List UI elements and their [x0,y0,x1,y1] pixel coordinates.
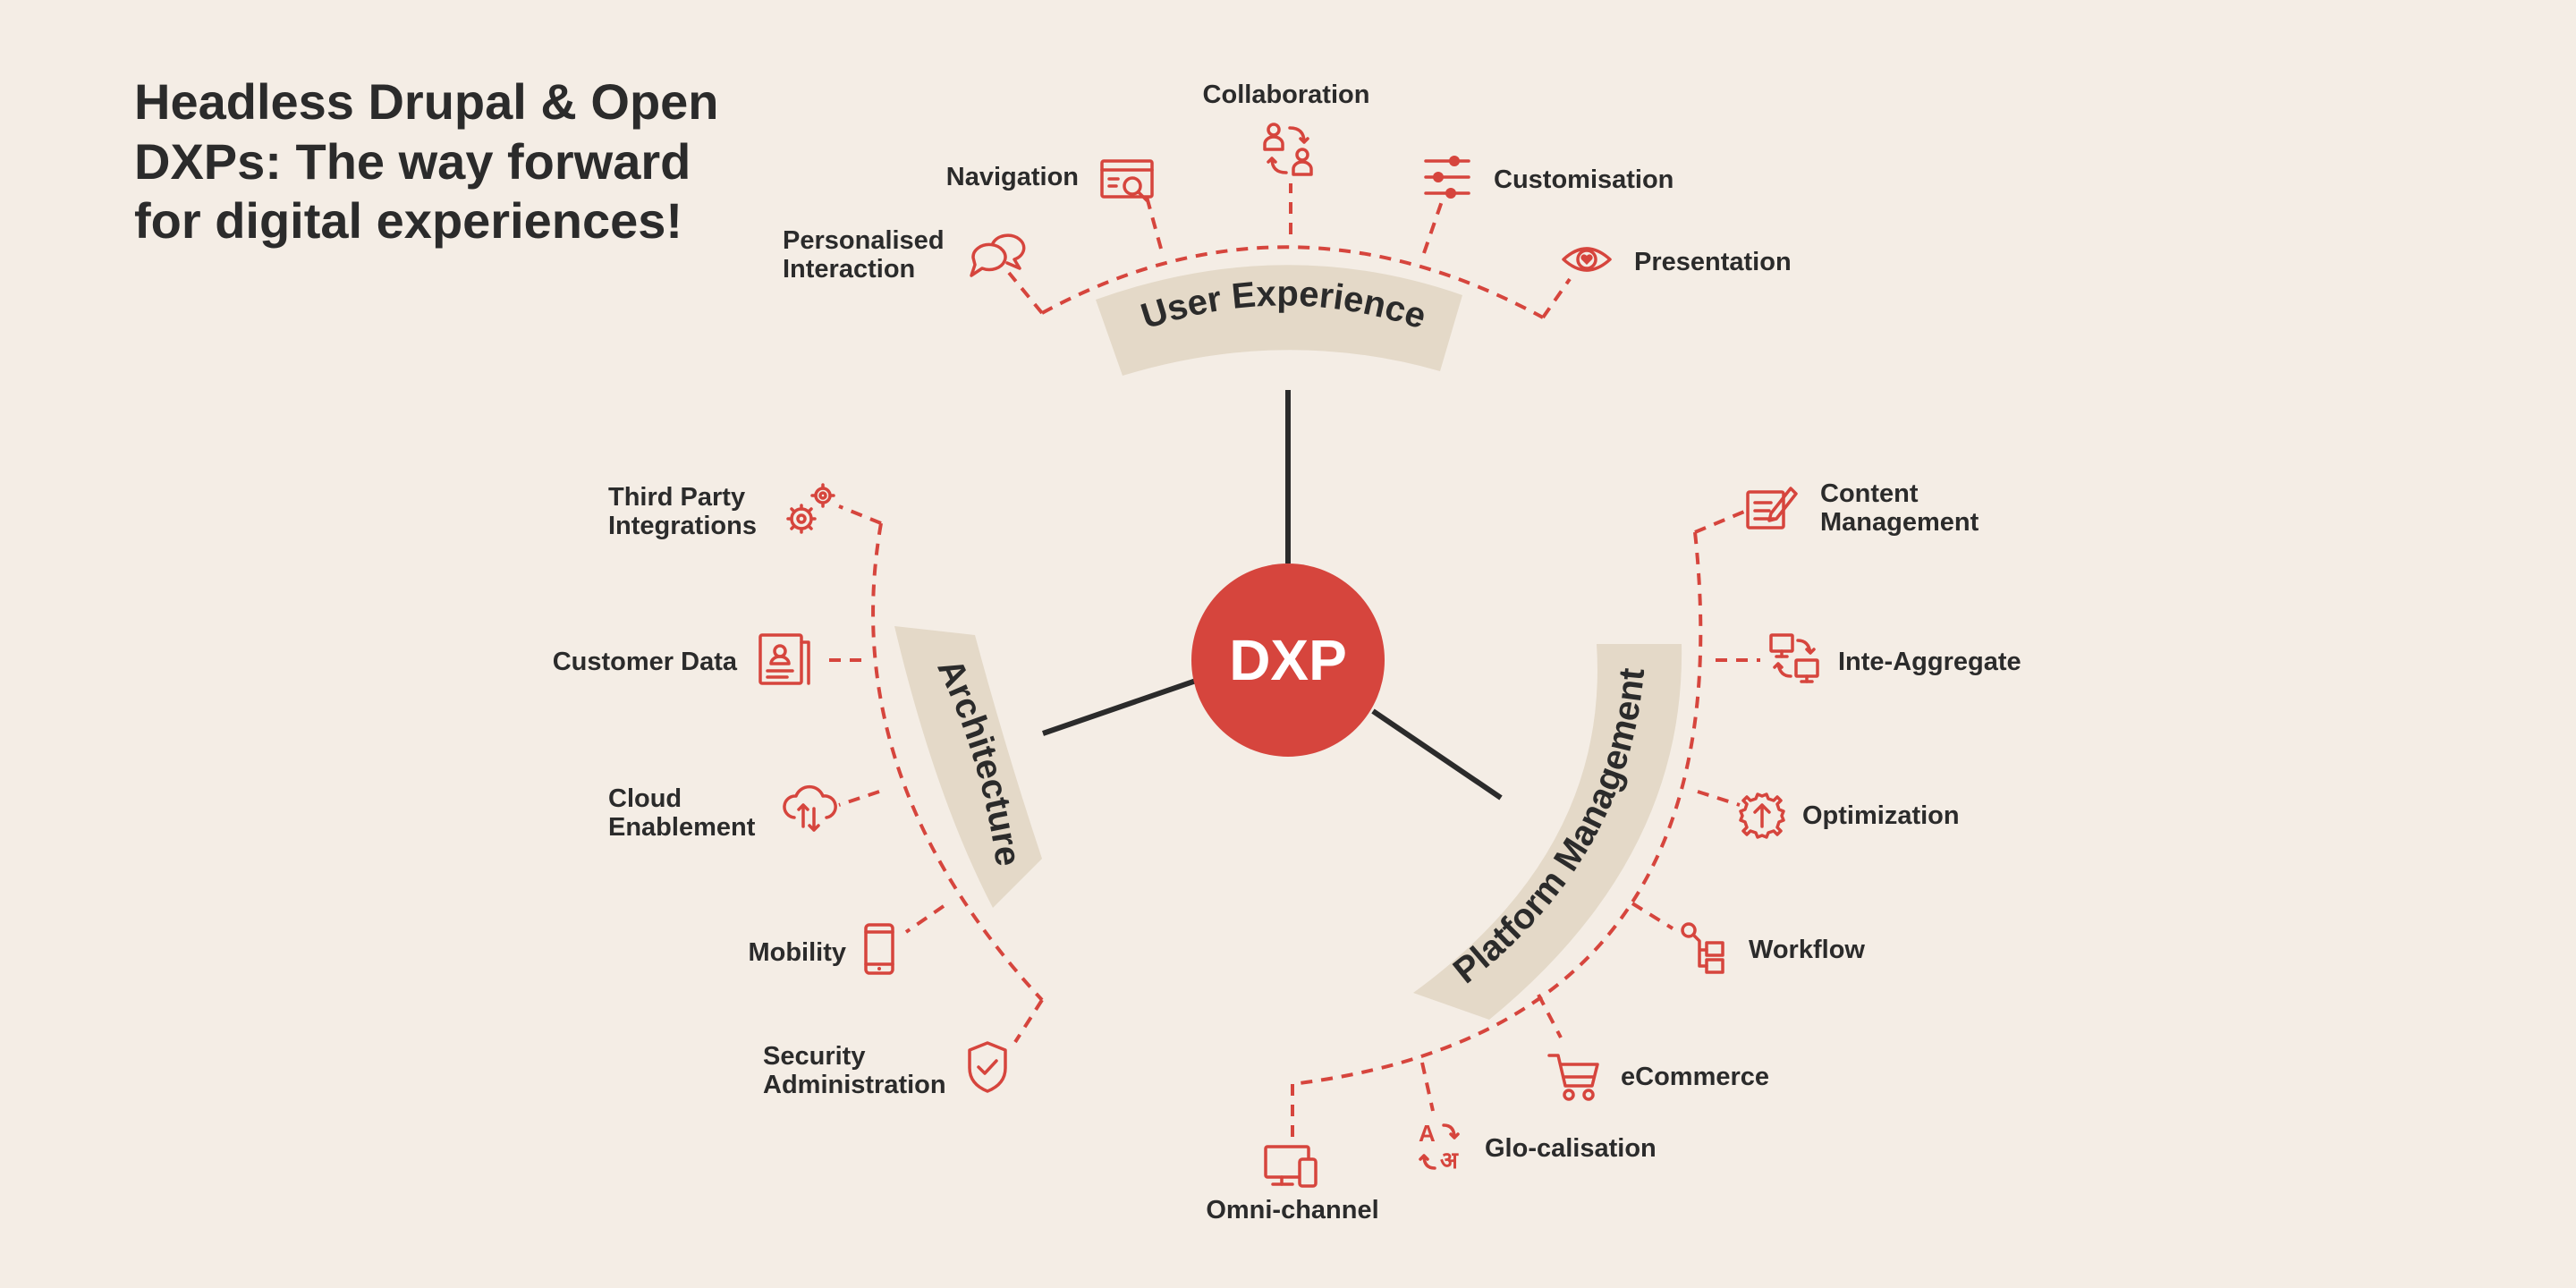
dxp-center-circle [1191,564,1385,757]
flow-tree-icon [1681,922,1724,974]
personalised-interaction-line-1: Personalised [783,226,945,255]
glocalisation-label: Glo-calisation [1485,1134,1657,1163]
cart-icon [1547,1054,1599,1101]
svg-text:अ: अ [1440,1147,1459,1174]
presentation-label: Presentation [1634,248,1792,276]
workflow-label: Workflow [1749,936,1865,964]
connector-content [1694,510,1745,534]
gears-icon [786,483,835,534]
user-experience-band [1096,265,1462,376]
security-line-1: Security [763,1042,865,1071]
document-pen-icon [1746,487,1798,530]
connector-workflow [1631,902,1674,930]
eye-heart-icon [1562,247,1612,272]
mobility-label: Mobility [748,938,846,967]
connector-security [1013,998,1044,1044]
navigation-label: Navigation [946,163,1079,191]
cloud-sync-icon [783,784,837,832]
collaboration-label: Collaboration [1203,80,1370,109]
cloud-line-1: Cloud [608,784,682,813]
title-line-1: Headless Drupal & Open [134,73,719,130]
dxp-center-label: DXP [1229,628,1347,692]
connector-presentation [1541,277,1572,319]
svg-text:A: A [1419,1120,1436,1147]
gear-arrow-icon [1739,792,1785,839]
connector-cloud [838,790,880,807]
users-exchange-icon [1263,123,1313,176]
architecture-band [894,626,1042,908]
connector-optimization [1697,790,1741,807]
connector-navigation [1145,196,1163,250]
monitors-sync-icon [1769,633,1819,683]
third-party-line-1: Third Party [608,483,745,512]
title-line-3: for digital experiences! [134,192,682,249]
connector-third-party [838,504,882,525]
connector-customisation [1422,200,1444,254]
cloud-line-2: Enablement [608,813,756,842]
content-line-1: Content [1820,479,1919,508]
devices-icon [1264,1145,1318,1188]
platform-management-arc [1292,531,1703,1086]
ecommerce-label: eCommerce [1621,1063,1769,1091]
third-party-line-2: Integrations [608,512,757,540]
architecture-arc [871,522,1044,1002]
page-title: Headless Drupal & Open DXPs: The way for… [134,73,719,249]
inte-aggregate-label: Inte-Aggregate [1838,648,2021,676]
sliders-icon [1424,156,1470,199]
content-line-2: Management [1820,508,1979,537]
id-document-icon [758,633,810,685]
connector-glocalisation [1420,1062,1435,1112]
platform-management-band [1413,644,1682,1020]
security-line-2: Administration [763,1071,946,1099]
customisation-label: Customisation [1494,165,1674,194]
smartphone-icon [864,923,894,975]
title-line-2: DXPs: The way forward [134,133,691,190]
omnichannel-label: Omni-channel [1206,1196,1378,1224]
connector-mobility [904,904,945,934]
customer-data-label: Customer Data [553,648,738,676]
connector-personalised-interaction [1007,271,1044,315]
spoke-platform-management [1371,708,1503,801]
translate-icon: A अ [1419,1120,1460,1174]
browser-search-icon [1100,159,1154,202]
optimization-label: Optimization [1802,801,1960,830]
spoke-architecture [1042,677,1199,736]
personalised-interaction-line-2: Interaction [783,255,915,284]
connector-ecommerce [1537,994,1563,1038]
shield-check-icon [968,1041,1007,1093]
chat-bubbles-icon [970,233,1026,277]
